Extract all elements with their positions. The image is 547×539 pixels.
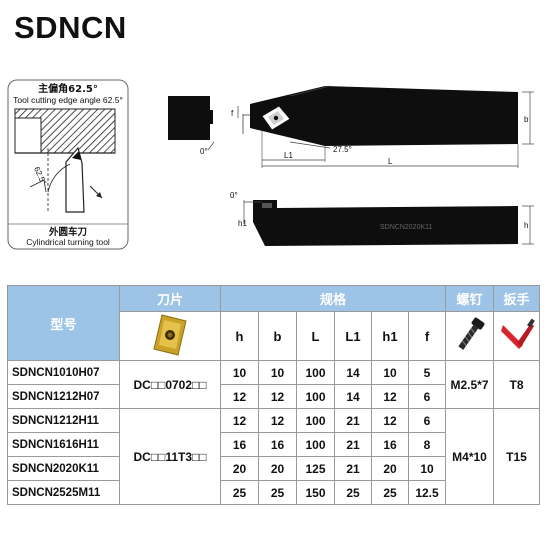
dim-h: h xyxy=(524,221,528,230)
table-row: SDNCN1616H11 16 16 100 21 16 8 xyxy=(7,432,540,457)
cutting-angle-panel: 主偏角62.5° Tool cutting edge angle 62.5° 6… xyxy=(7,79,129,250)
top-view: 27.5° 27.5° f b 0° L1 L xyxy=(168,85,534,168)
panel-caption-en: Cylindrical turning tool xyxy=(26,237,110,247)
cell-L: 150 xyxy=(296,480,335,505)
cell-f: 8 xyxy=(408,432,446,457)
header-spec: 规格 xyxy=(220,285,446,312)
header-wrench: 扳手 xyxy=(493,285,540,312)
panel-label-en: Tool cutting edge angle 62.5° xyxy=(13,95,123,105)
col-b: b xyxy=(258,311,297,361)
insert-image-cell xyxy=(119,311,221,361)
insert-cell: DC□□0702□□ xyxy=(119,360,221,409)
dim-f: f xyxy=(231,109,234,118)
header-insert: 刀片 xyxy=(119,285,221,312)
screw-cell: M4*10 xyxy=(445,408,494,505)
cell-h1: 25 xyxy=(371,480,409,505)
col-h: h xyxy=(220,311,259,361)
model-cell: SDNCN1616H11 xyxy=(7,432,120,457)
cell-b: 10 xyxy=(258,360,297,385)
side-zero-angle: 0° xyxy=(230,191,238,200)
top-angle-upper: 27.5° xyxy=(334,90,353,99)
shank-marking: SDNCN2020K11 xyxy=(380,224,433,231)
spec-table: 型号 刀片 规格 螺钉 扳手 h b L L1 h1 f xyxy=(7,285,540,505)
panel-label-cn: 主偏角62.5° xyxy=(38,82,98,95)
cell-L1: 25 xyxy=(334,480,372,505)
screw-image-cell xyxy=(445,311,494,361)
cell-L1: 21 xyxy=(334,408,372,433)
cell-h1: 16 xyxy=(371,432,409,457)
cell-f: 12.5 xyxy=(408,480,446,505)
cell-h1: 12 xyxy=(371,384,409,409)
cell-h1: 12 xyxy=(371,408,409,433)
model-cell: SDNCN2020K11 xyxy=(7,456,120,481)
top-angle-lower: 27.5° xyxy=(333,145,352,154)
cell-b: 12 xyxy=(258,384,297,409)
model-cell: SDNCN2525M11 xyxy=(7,480,120,505)
dim-L1: L1 xyxy=(284,151,293,160)
cell-L: 100 xyxy=(296,384,335,409)
cell-h: 16 xyxy=(220,432,259,457)
cell-L: 100 xyxy=(296,432,335,457)
col-L: L xyxy=(296,311,335,361)
table-row: SDNCN1212H11 DC□□11T3□□ 12 12 100 21 12 … xyxy=(7,408,540,505)
model-cell: SDNCN1010H07 xyxy=(7,360,120,385)
cell-L1: 14 xyxy=(334,360,372,385)
panel-caption-cn: 外圆车刀 xyxy=(48,226,87,238)
header-model: 型号 xyxy=(7,285,120,361)
cell-h: 25 xyxy=(220,480,259,505)
insert-icon xyxy=(153,313,187,356)
side-view: SDNCN2020K11 0° h1 h xyxy=(230,191,534,246)
zero-angle: 0° xyxy=(200,147,208,156)
header-screw: 螺钉 xyxy=(445,285,494,312)
table-row: SDNCN2525M11 25 25 150 25 25 12.5 xyxy=(7,480,540,505)
wrench-icon xyxy=(500,318,535,349)
cell-f: 6 xyxy=(408,384,446,409)
header-row: 型号 刀片 规格 螺钉 扳手 xyxy=(7,285,540,361)
cell-b: 20 xyxy=(258,456,297,481)
cell-h: 12 xyxy=(220,384,259,409)
cell-b: 25 xyxy=(258,480,297,505)
cell-L1: 21 xyxy=(334,456,372,481)
cell-h: 12 xyxy=(220,408,259,433)
cell-b: 12 xyxy=(258,408,297,433)
cell-h1: 20 xyxy=(371,456,409,481)
model-cell: SDNCN1212H11 xyxy=(7,408,120,433)
cell-f: 5 xyxy=(408,360,446,385)
model-cell: SDNCN1212H07 xyxy=(7,384,120,409)
cell-L: 125 xyxy=(296,456,335,481)
page-title: SDNCN xyxy=(14,10,127,45)
screw-cell: M2.5*7 xyxy=(445,360,494,409)
col-h1: h1 xyxy=(371,311,409,361)
dim-L: L xyxy=(388,157,393,166)
cell-h1: 10 xyxy=(371,360,409,385)
cell-f: 10 xyxy=(408,456,446,481)
cell-b: 16 xyxy=(258,432,297,457)
subheader-row: h b L L1 h1 f xyxy=(8,311,540,361)
cell-h: 10 xyxy=(220,360,259,385)
wrench-cell: T8 xyxy=(493,360,540,409)
dim-h1: h1 xyxy=(238,219,247,228)
table-row: SDNCN1010H07 DC□□0702□□ 10 10 100 14 10 … xyxy=(7,360,540,409)
screw-icon xyxy=(457,317,484,350)
col-L1: L1 xyxy=(334,311,372,361)
cell-f: 6 xyxy=(408,408,446,433)
cell-L: 100 xyxy=(296,360,335,385)
cell-L: 100 xyxy=(296,408,335,433)
insert-cell: DC□□11T3□□ xyxy=(119,408,221,505)
tool-drawing: 主偏角62.5° Tool cutting edge angle 62.5° 6… xyxy=(7,79,534,250)
wrench-cell: T15 xyxy=(493,408,540,505)
dim-b: b xyxy=(524,115,529,124)
cell-h: 20 xyxy=(220,456,259,481)
wrench-image-cell xyxy=(493,311,540,361)
table-row: SDNCN1212H07 12 12 100 14 12 6 xyxy=(7,384,540,409)
cell-L1: 21 xyxy=(334,432,372,457)
cell-L1: 14 xyxy=(334,384,372,409)
col-f: f xyxy=(408,311,446,361)
